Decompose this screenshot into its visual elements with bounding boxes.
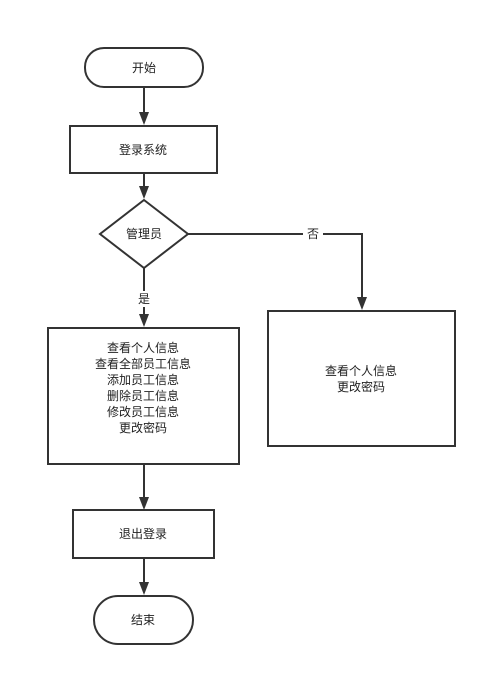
node-login: 登录系统: [69, 125, 218, 174]
user-ops-line-1: 查看个人信息: [325, 363, 397, 378]
edge-label-no-bg: [303, 226, 323, 242]
arrow-decision-to-user-ops: [357, 297, 367, 310]
admin-ops-line-2: 查看全部员工信息: [95, 356, 191, 371]
admin-ops-line-6: 更改密码: [119, 420, 167, 435]
admin-ops-line-3: 添加员工信息: [107, 372, 179, 387]
admin-ops-line-4: 删除员工信息: [107, 388, 179, 403]
end-terminal-shape: [93, 595, 194, 645]
edge-label-yes: 是: [138, 292, 150, 306]
decision-label: 管理员: [126, 226, 162, 241]
admin-ops-process-shape: [47, 327, 240, 465]
arrow-admin-ops-to-logout: [139, 497, 149, 510]
edge-label-no: 否: [307, 227, 319, 241]
edge-decision-to-user-ops: [188, 233, 363, 297]
user-ops-line-2: 更改密码: [337, 379, 385, 394]
arrow-start-to-login: [139, 112, 149, 125]
start-terminal-shape: [84, 47, 204, 88]
logout-process-shape: [72, 509, 215, 559]
node-is-admin: 管理员: [98, 198, 190, 270]
node-admin-ops: 查看个人信息 查看全部员工信息 添加员工信息 删除员工信息 修改员工信息 更改密…: [47, 327, 240, 465]
decision-diamond-shape: [98, 198, 190, 270]
node-start: 开始: [84, 47, 204, 88]
logout-label: 退出登录: [119, 526, 167, 541]
start-label: 开始: [132, 61, 156, 75]
node-logout: 退出登录: [72, 509, 215, 559]
node-end: 结束: [93, 595, 194, 645]
user-ops-process-shape: [267, 310, 456, 447]
login-label: 登录系统: [119, 142, 167, 157]
arrow-decision-to-admin-ops: [139, 314, 149, 327]
arrow-logout-to-end: [139, 582, 149, 595]
admin-ops-line-5: 修改员工信息: [107, 404, 179, 419]
arrow-login-to-decision: [139, 186, 149, 199]
edge-label-yes-bg: [134, 291, 154, 307]
end-label: 结束: [131, 613, 155, 627]
login-process-shape: [69, 125, 218, 174]
node-user-ops: 查看个人信息 更改密码: [267, 310, 456, 447]
admin-ops-line-1: 查看个人信息: [107, 340, 179, 355]
